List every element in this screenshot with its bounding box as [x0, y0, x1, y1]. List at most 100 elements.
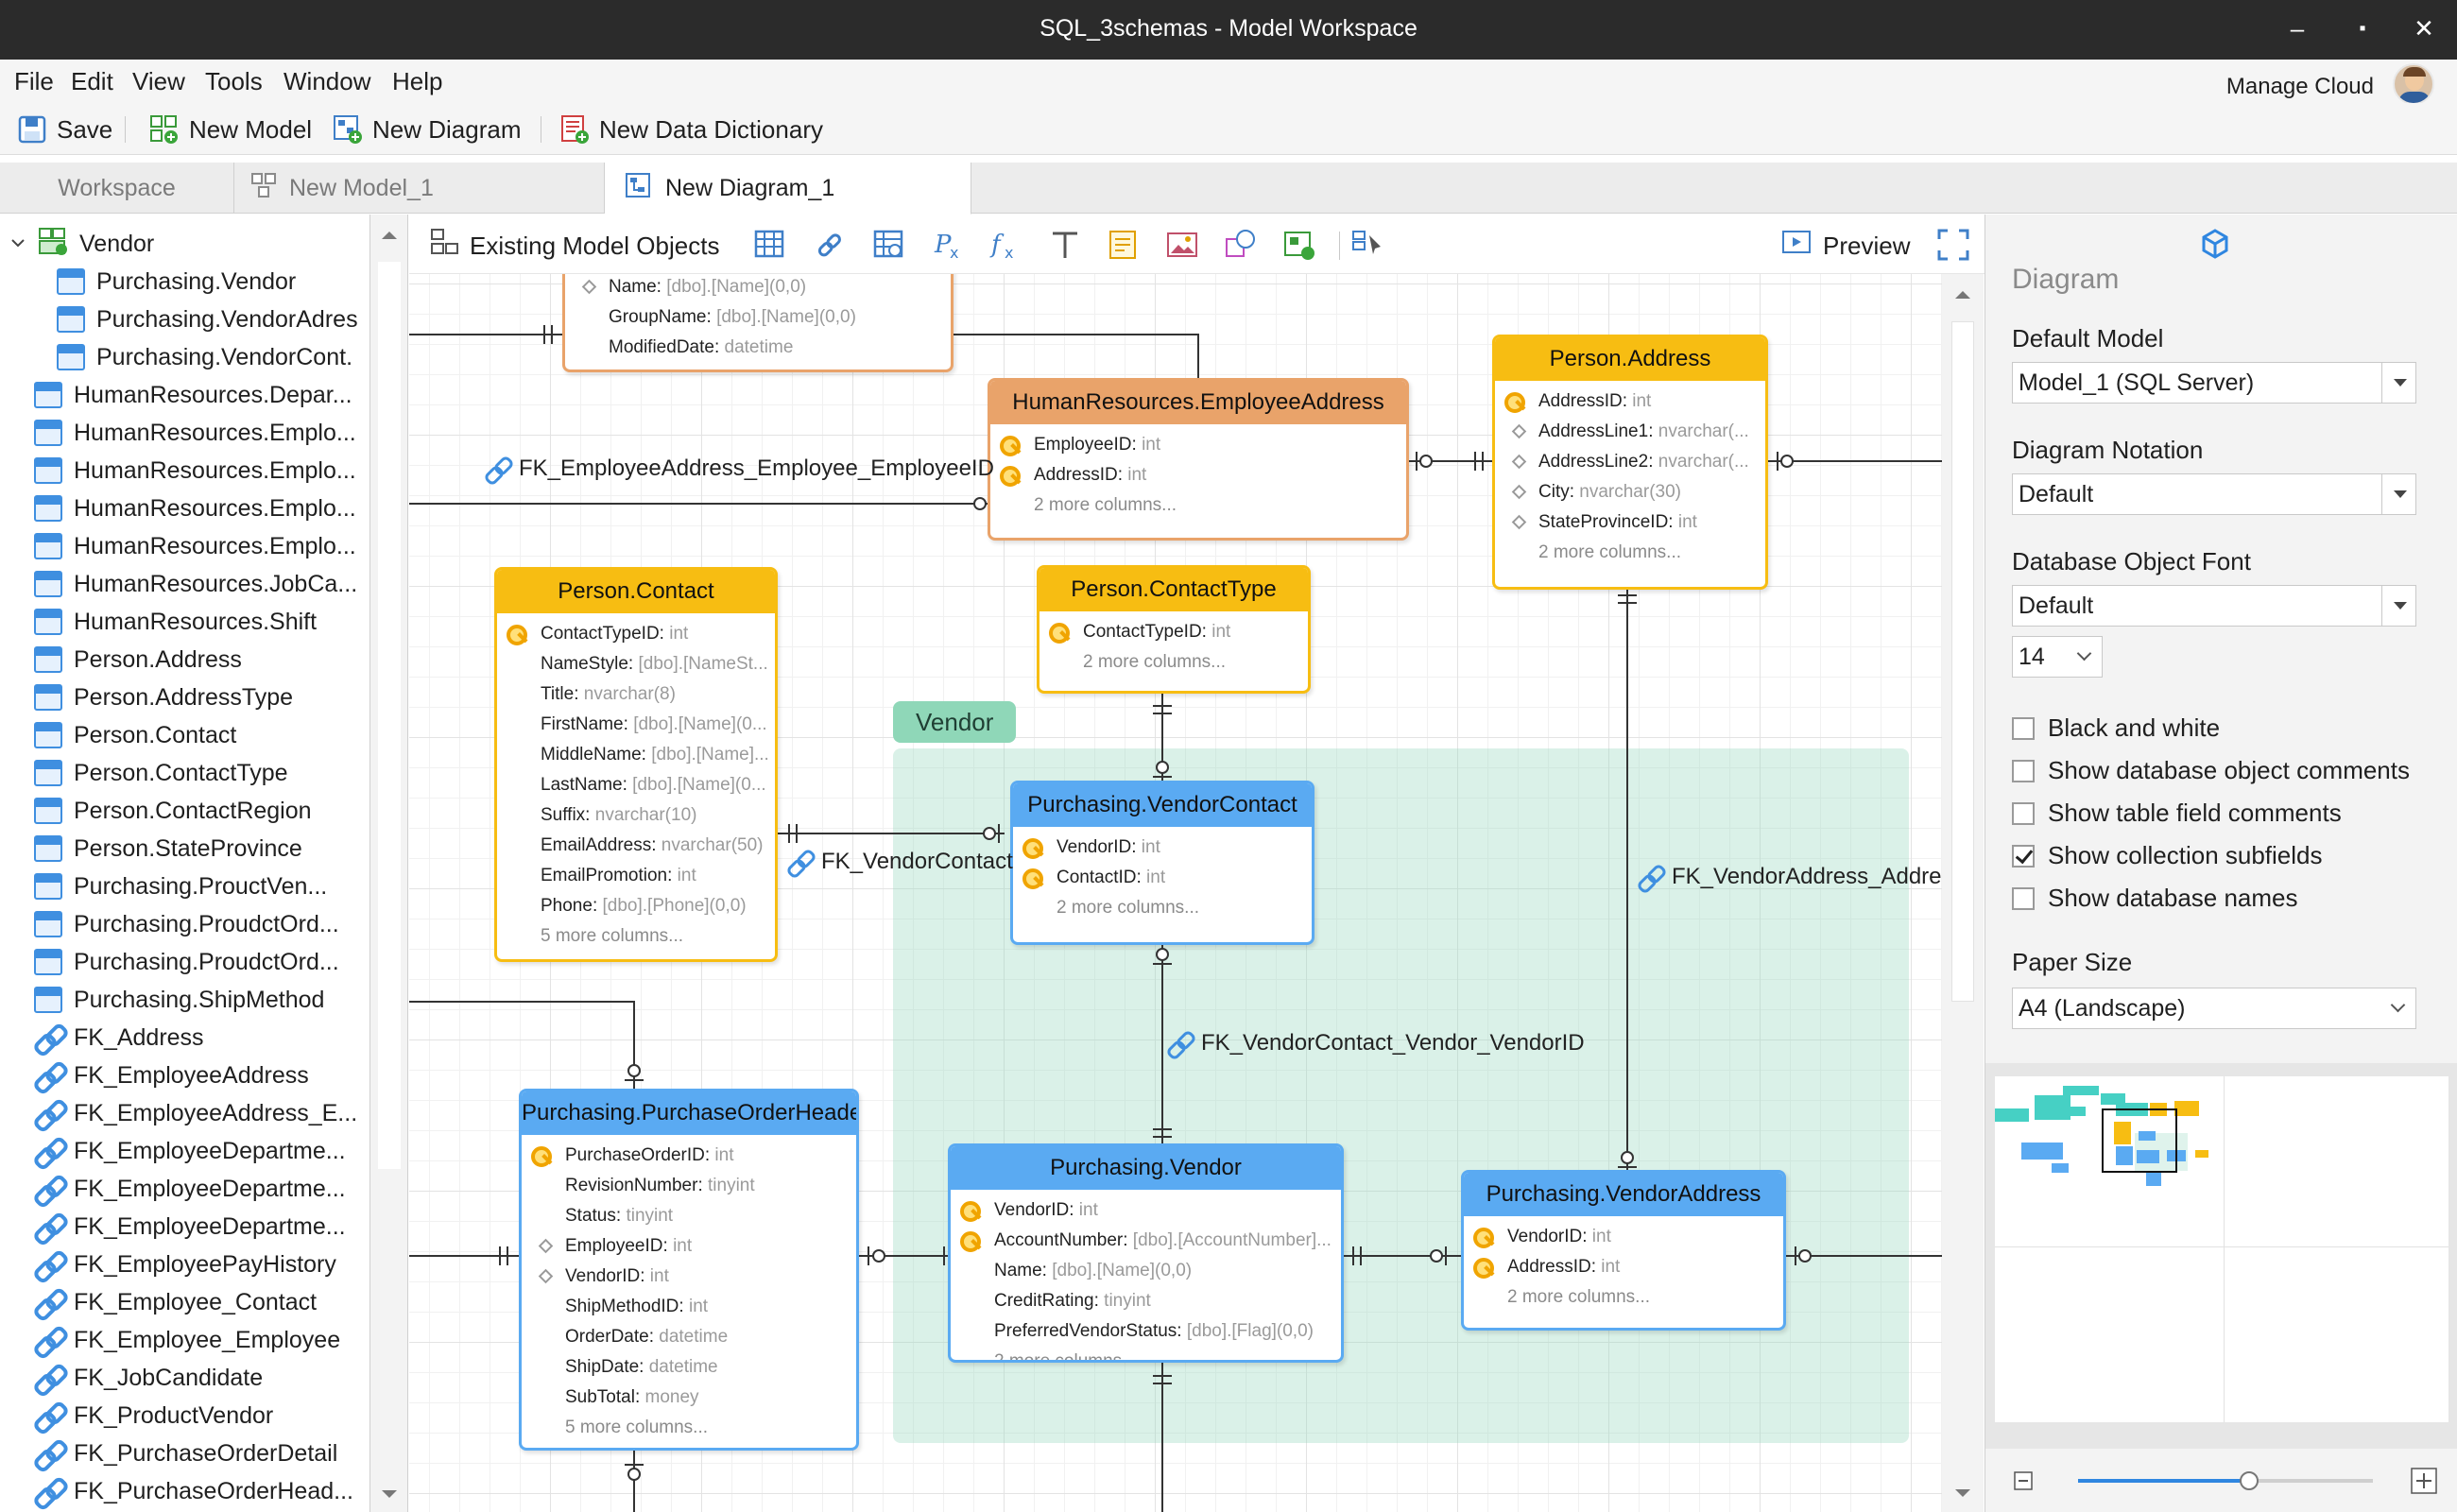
entity-contact-type[interactable]: Person.ContactType ContactTypeID: int 2 … — [1037, 565, 1311, 694]
maximize-button[interactable]: ▪ — [2359, 18, 2366, 39]
save-button[interactable]: Save — [17, 112, 112, 146]
canvas-scroll-thumb[interactable] — [1951, 321, 1974, 1002]
tree-item[interactable]: HumanResources.Shift — [34, 604, 317, 640]
menu-window[interactable]: Window — [284, 67, 371, 95]
dropdown-arrow-icon[interactable] — [2381, 474, 2415, 514]
tree-item[interactable]: FK_ProductVendor — [34, 1398, 273, 1434]
dropdown-arrow-icon[interactable] — [2381, 363, 2415, 403]
entity-employee-address[interactable]: HumanResources.EmployeeAddress EmployeeI… — [988, 378, 1409, 541]
fk-label-employee-address[interactable]: FK_EmployeeAddress_Employee_EmployeeID — [485, 455, 994, 482]
tree-item[interactable]: Person.StateProvince — [34, 831, 302, 867]
tree-item[interactable]: FK_EmployeePayHistory — [34, 1246, 336, 1282]
entity-person-address[interactable]: Person.Address AddressID: int AddressLin… — [1492, 335, 1768, 590]
zoom-out-icon[interactable] — [2014, 1471, 2033, 1490]
tree-item[interactable]: FK_Address — [34, 1020, 204, 1056]
zoom-in-icon[interactable] — [2411, 1468, 2437, 1494]
more-columns[interactable]: 5 more columns... — [541, 926, 683, 946]
menu-edit[interactable]: Edit — [71, 67, 113, 95]
user-avatar[interactable] — [2393, 63, 2434, 105]
show-database-names-checkbox[interactable]: Show database names — [2012, 884, 2298, 913]
fk-label-vendor-address[interactable]: FK_VendorAddress_Address — [1638, 864, 1942, 890]
menu-file[interactable]: File — [14, 67, 54, 95]
fullscreen-icon[interactable] — [1936, 228, 1970, 262]
show-field-comments-checkbox[interactable]: Show table field comments — [2012, 799, 2342, 828]
manage-cloud-link[interactable]: Manage Cloud — [2225, 74, 2374, 99]
existing-model-objects-button[interactable]: Existing Model Objects — [430, 228, 719, 265]
scroll-down-icon[interactable] — [370, 1481, 408, 1509]
tab-new-diagram[interactable]: New Diagram_1 — [605, 163, 971, 215]
checkbox-box[interactable] — [2012, 886, 2035, 910]
close-button[interactable]: ✕ — [2414, 14, 2434, 43]
tree-item[interactable]: FK_EmployeeDepartme... — [34, 1133, 346, 1169]
checkbox-box[interactable] — [2012, 759, 2035, 782]
tree-item[interactable]: HumanResources.Depar... — [34, 377, 352, 413]
tree-item[interactable]: FK_PurchaseOrderHead... — [34, 1473, 353, 1509]
chevron-down-icon[interactable] — [2381, 988, 2415, 1028]
tree-item[interactable]: Purchasing.VendorAdres — [57, 301, 358, 337]
new-data-dictionary-button[interactable]: New Data Dictionary — [559, 112, 823, 146]
entity-vendor[interactable]: Purchasing.Vendor VendorID: int AccountN… — [948, 1143, 1344, 1363]
more-columns[interactable]: 2 more columns... — [1538, 542, 1681, 562]
scroll-up-icon[interactable] — [1942, 280, 1984, 308]
preview-button[interactable]: Preview — [1781, 228, 1910, 265]
tree-item[interactable]: HumanResources.Emplo... — [34, 453, 356, 489]
diagram-canvas[interactable]: Vendor — [409, 274, 1942, 1512]
tree-item[interactable]: Purchasing.ProuctVen... — [34, 868, 327, 904]
canvas-vertical-scrollbar[interactable] — [1942, 274, 1984, 1512]
tree-item[interactable]: FK_EmployeeDepartme... — [34, 1171, 346, 1207]
more-columns[interactable]: 5 more columns... — [565, 1418, 708, 1437]
more-columns[interactable]: 2 more columns... — [1057, 898, 1199, 918]
tree-item[interactable]: FK_Employee_Employee — [34, 1322, 340, 1358]
checkbox-box-checked[interactable] — [2012, 844, 2035, 868]
fk-label-vendor-contact-vendor[interactable]: FK_VendorContact_Vendor_VendorID — [1167, 1030, 1585, 1057]
black-and-white-checkbox[interactable]: Black and white — [2012, 713, 2220, 743]
tree-item[interactable]: Purchasing.VendorCont. — [57, 339, 352, 375]
minimap-viewport[interactable] — [2102, 1108, 2177, 1173]
tree-item[interactable]: Person.Contact — [34, 717, 236, 753]
menu-tools[interactable]: Tools — [205, 67, 263, 95]
tree-item[interactable]: Person.AddressType — [34, 679, 293, 715]
entity-vendor-contact[interactable]: Purchasing.VendorContact VendorID: int C… — [1010, 781, 1314, 945]
format-painter-icon[interactable] — [1350, 228, 1384, 262]
tree-item[interactable]: Person.ContactRegion — [34, 793, 312, 829]
tab-new-model[interactable]: New Model_1 — [234, 163, 605, 214]
tree-item[interactable]: FK_EmployeeAddress — [34, 1057, 309, 1093]
diagram-minimap[interactable] — [1985, 1063, 2457, 1449]
scroll-down-icon[interactable] — [1942, 1480, 1984, 1508]
shape-tool-icon[interactable] — [1224, 228, 1258, 262]
tree-item[interactable]: FK_JobCandidate — [34, 1360, 263, 1396]
image-tool-icon[interactable] — [1165, 228, 1199, 262]
more-columns[interactable]: 2 more columns... — [1507, 1287, 1650, 1307]
view-tool-icon[interactable] — [872, 228, 906, 262]
entity-purchase-order-header[interactable]: Purchasing.PurchaseOrderHeader PurchaseO… — [519, 1089, 859, 1451]
more-columns[interactable]: 2 more columns... — [1034, 495, 1177, 515]
tree-item[interactable]: HumanResources.Emplo... — [34, 490, 356, 526]
tree-item[interactable]: Purchasing.ShipMethod — [34, 982, 324, 1018]
show-collection-subfields-checkbox[interactable]: Show collection subfields — [2012, 841, 2323, 870]
tree-item[interactable]: HumanResources.Emplo... — [34, 528, 356, 564]
note-tool-icon[interactable] — [1107, 228, 1141, 262]
more-columns[interactable]: 2 more columns... — [1083, 652, 1226, 672]
chevron-down-icon[interactable] — [2068, 637, 2102, 677]
tree-item[interactable]: FK_EmployeeDepartme... — [34, 1209, 346, 1245]
text-tool-icon[interactable] — [1048, 228, 1082, 262]
object-font-select[interactable]: Default — [2012, 585, 2416, 627]
tree-item[interactable]: Person.Address — [34, 642, 242, 678]
entity-person-contact[interactable]: Person.Contact ContactTypeID: int NameSt… — [494, 567, 778, 962]
tree-item[interactable]: Person.ContactType — [34, 755, 288, 791]
tree-scrollbar[interactable] — [370, 215, 408, 1512]
paper-size-select[interactable]: A4 (Landscape) — [2012, 988, 2416, 1029]
tree-item[interactable]: FK_Employee_Contact — [34, 1284, 317, 1320]
fk-label-vendor-contact[interactable]: FK_VendorContact — [787, 849, 1013, 875]
show-object-comments-checkbox[interactable]: Show database object comments — [2012, 756, 2410, 785]
more-columns[interactable]: 2 more columns... — [994, 1351, 1137, 1363]
scroll-up-icon[interactable] — [370, 220, 408, 249]
checkbox-box[interactable] — [2012, 716, 2035, 740]
vendor-group-label[interactable]: Vendor — [893, 701, 1017, 743]
menu-view[interactable]: View — [132, 67, 185, 95]
dropdown-arrow-icon[interactable] — [2381, 586, 2415, 626]
menu-help[interactable]: Help — [392, 67, 443, 95]
container-tool-icon[interactable] — [1282, 228, 1316, 262]
tree-item[interactable]: FK_EmployeeAddress_E... — [34, 1095, 357, 1131]
